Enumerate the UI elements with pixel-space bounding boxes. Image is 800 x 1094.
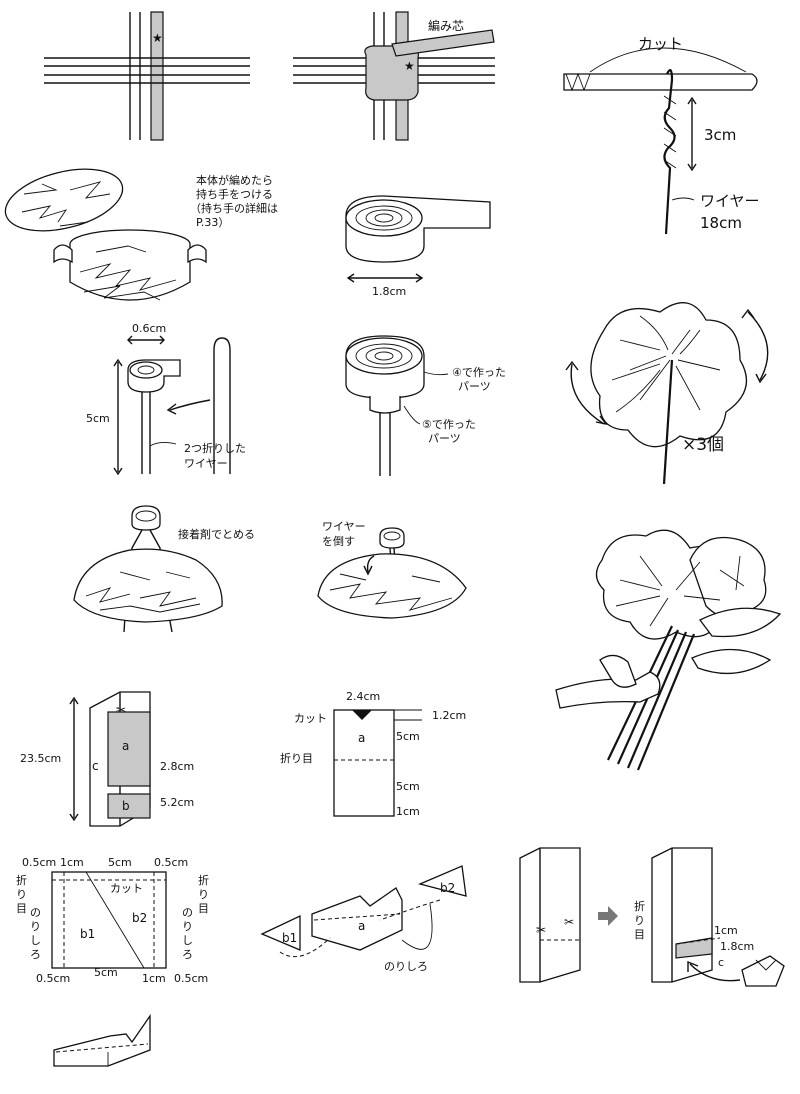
- b-fold-l1: 折: [16, 873, 27, 887]
- net-a-label: a: [358, 731, 365, 745]
- coil-width-label: 1.8cm: [372, 285, 406, 298]
- lay-wire-line-2: を倒す: [322, 535, 355, 548]
- box-52: 5.2cm: [160, 796, 194, 809]
- lid-glue: 接着剤でとめる: [73, 505, 255, 633]
- asm-glue: のりしろ: [384, 960, 428, 973]
- asm-b2: b2: [440, 881, 455, 895]
- fin-fold-3: 目: [634, 928, 645, 941]
- assembly: b1 a b2 のりしろ: [260, 865, 467, 973]
- b-5top: 5cm: [108, 856, 132, 869]
- b-glue-r2: り: [182, 920, 193, 933]
- box-b: b: [122, 799, 130, 813]
- b-b1: b1: [80, 927, 95, 941]
- stem-assembly: 0.6cm 5cm 2つ折りした ワイヤー: [86, 322, 246, 476]
- disc-with-wire: カット 3cm ワイヤー 18cm: [563, 35, 760, 235]
- net-cut: カット: [294, 712, 327, 725]
- core-loop: [364, 45, 419, 101]
- net-12: 1.2cm: [432, 709, 466, 722]
- star-mark: ★: [152, 31, 163, 45]
- b-fold-l2: り: [16, 888, 27, 901]
- parts-stack: ④で作った パーツ ⑤で作った パーツ: [345, 335, 506, 476]
- final-box: ✂ ✂ 折 り 目 1cm 1.8cm c: [519, 847, 785, 987]
- b-fold-r2: り: [198, 888, 209, 901]
- core-strip: [391, 29, 495, 57]
- tall-box: a c b 23.5cm 2.8cm 5.2cm ✂: [20, 691, 194, 827]
- fin-fold-1: 折: [634, 899, 645, 913]
- folded-wire-line-2: ワイヤー: [184, 457, 228, 470]
- part5-line-2: パーツ: [428, 432, 461, 445]
- b-1b: 1cm: [142, 972, 166, 985]
- weave-cross-2: ★ 編み芯: [293, 11, 495, 141]
- b-fold-r1: 折: [198, 873, 209, 887]
- scissors-icon-2: ✂: [536, 923, 546, 937]
- coil: 1.8cm: [345, 195, 491, 298]
- b-1a: 1cm: [60, 856, 84, 869]
- b-05d: 0.5cm: [174, 972, 208, 985]
- attach-line-3: （持ち手の詳細は: [190, 201, 278, 215]
- box-28: 2.8cm: [160, 760, 194, 773]
- folded-wire-line-1: 2つ折りした: [184, 441, 246, 455]
- b-glue-l2: り: [30, 920, 41, 933]
- box-height: 23.5cm: [20, 752, 61, 765]
- bouquet: [555, 529, 782, 771]
- basket: 本体が編めたら 持ち手をつける （持ち手の詳細は P.33）: [4, 168, 278, 301]
- box-a: a: [122, 739, 129, 753]
- stem-height-label: 5cm: [86, 412, 110, 425]
- b-glue-r4: ろ: [182, 948, 193, 961]
- fin-fold-2: り: [634, 914, 645, 927]
- star-mark-2: ★: [404, 59, 415, 73]
- cut-label: カット: [638, 35, 683, 53]
- b-05a: 0.5cm: [22, 856, 56, 869]
- net-24: 2.4cm: [346, 690, 380, 703]
- net-1: 1cm: [396, 805, 420, 818]
- scissors-icon-3: ✂: [564, 915, 574, 929]
- b-05b: 0.5cm: [154, 856, 188, 869]
- weave-cross-1: ★: [44, 11, 250, 141]
- core-label: 編み芯: [428, 18, 464, 33]
- b-b2: b2: [132, 911, 147, 925]
- fin-1: 1cm: [714, 924, 738, 937]
- fin-c: c: [718, 956, 724, 969]
- b-glue-l3: し: [30, 934, 41, 947]
- lid-wire-lay: ワイヤー を倒す: [317, 520, 467, 619]
- flower-bloom: ×3個: [565, 302, 769, 485]
- wire-label: ワイヤー: [700, 192, 760, 210]
- arrow-right-icon: [598, 906, 618, 926]
- net-fold: 折り目: [280, 751, 313, 765]
- asm-b1: b1: [282, 931, 297, 945]
- b-glue-r1: の: [182, 906, 193, 919]
- net-5a: 5cm: [396, 730, 420, 743]
- wire-3cm-label: 3cm: [704, 126, 736, 144]
- times-3-label: ×3個: [682, 435, 724, 455]
- wire-length-label: 18cm: [700, 214, 742, 232]
- b-5bot: 5cm: [94, 966, 118, 979]
- part4-line-1: ④で作った: [452, 366, 506, 379]
- glue-label: 接着剤でとめる: [178, 527, 255, 541]
- b-glue-l4: ろ: [30, 948, 41, 961]
- attach-line-1: 本体が編めたら: [196, 173, 273, 187]
- b-fold-r3: 目: [198, 902, 209, 915]
- b-glue-l1: の: [30, 906, 41, 919]
- net-b: 0.5cm 1cm 5cm 0.5cm 折 り 目 折 り 目 カット の り …: [16, 856, 209, 985]
- b-cut: カット: [110, 882, 143, 895]
- part5-line-1: ⑤で作った: [422, 418, 476, 431]
- attach-line-4: P.33）: [196, 216, 229, 229]
- attach-line-2: 持ち手をつける: [196, 187, 273, 201]
- b-glue-r3: し: [182, 934, 193, 947]
- net-a: 2.4cm カット 1.2cm a 折り目 5cm 5cm 1cm: [280, 690, 466, 818]
- part4-line-2: パーツ: [458, 380, 491, 393]
- asm-a: a: [358, 919, 365, 933]
- b-05c: 0.5cm: [36, 972, 70, 985]
- net-5b: 5cm: [396, 780, 420, 793]
- box-c: c: [92, 759, 99, 773]
- stem-width-label: 0.6cm: [132, 322, 166, 335]
- lid-piece: [53, 1013, 151, 1067]
- fin-18: 1.8cm: [720, 940, 754, 953]
- scissors-icon: ✂: [116, 703, 126, 717]
- b-fold-l3: 目: [16, 902, 27, 915]
- lay-wire-line-1: ワイヤー: [322, 520, 366, 533]
